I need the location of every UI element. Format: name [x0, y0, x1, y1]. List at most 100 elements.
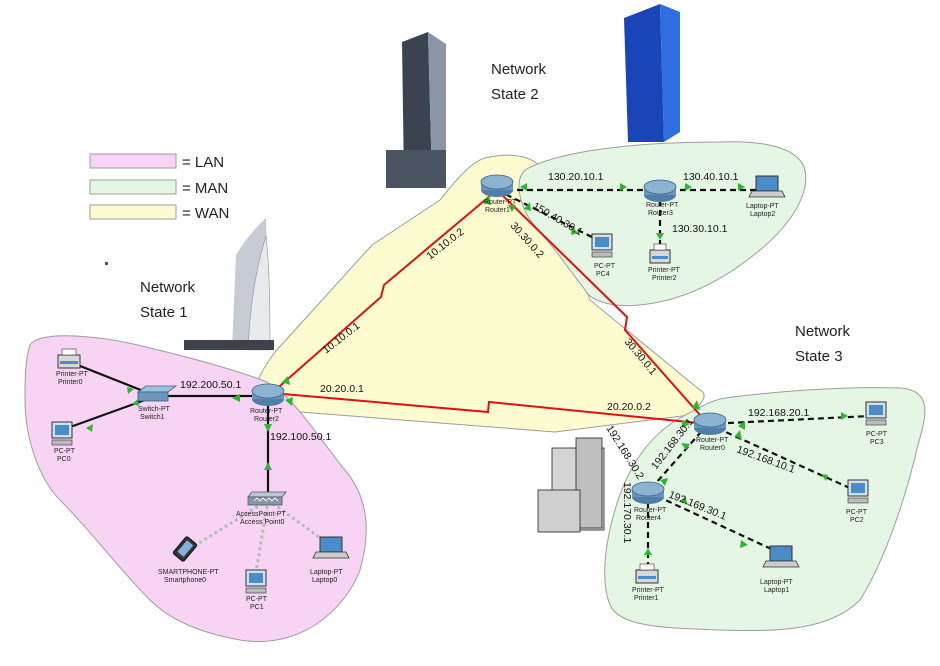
wireless-link-pc1 — [254, 499, 270, 573]
router-icon-router3[interactable] — [643, 179, 677, 202]
wan-link-router1-router2 — [271, 189, 498, 394]
device-name-router4: Router4 — [636, 515, 661, 522]
legend: = LAN = MAN = WAN — [89, 153, 229, 222]
legend-swatch-man — [89, 179, 177, 195]
device-type-pc4: PC-PT — [594, 263, 616, 270]
ip-label-130-40-10-1: 130.40.10.1 — [683, 171, 739, 183]
state-1-title-line2: State 1 — [140, 304, 188, 321]
link-status-markers — [86, 183, 848, 555]
printer-icon-printer0[interactable] — [57, 348, 81, 369]
ip-label-192-100-50-1: 192.100.50.1 — [270, 431, 331, 443]
device-name-printer0: Printer0 — [58, 379, 83, 386]
device-type-router1: Router-PT — [484, 199, 517, 206]
device-name-printer2: Printer2 — [652, 275, 677, 282]
router-icon-router2[interactable] — [251, 383, 285, 406]
legend-swatch-wan — [89, 204, 177, 220]
device-type-laptop2: Laptop-PT — [746, 203, 779, 210]
wan-link-router1-router0 — [496, 189, 709, 425]
laptop-icon-laptop0[interactable] — [312, 536, 350, 559]
ip-label-130-20-10-1: 130.20.10.1 — [548, 171, 604, 183]
device-name-pc4: PC4 — [596, 271, 610, 278]
printer-icon-printer2[interactable] — [649, 243, 671, 264]
device-type-router0: Router-PT — [696, 437, 729, 444]
device-type-laptop0: Laptop-PT — [310, 569, 343, 576]
state-2-title-line1: Network — [491, 61, 547, 78]
device-name-pc0: PC0 — [57, 456, 71, 463]
link-router1-pc4 — [496, 189, 599, 241]
smartphone-icon[interactable] — [172, 536, 198, 562]
device-type-accesspoint0: AccessPoint-PT — [236, 511, 287, 518]
pc-icon-pc1[interactable] — [245, 569, 267, 594]
device-name-pc2: PC2 — [850, 517, 864, 524]
ip-label-20-20-0-2: 20.20.0.2 — [607, 401, 651, 413]
device-type-printer2: Printer-PT — [648, 267, 681, 274]
device-type-pc2: PC-PT — [846, 509, 868, 516]
pc-icon-pc3[interactable] — [865, 401, 887, 426]
device-name-accesspoint0: Access Point0 — [240, 519, 284, 526]
device-name-pc3: PC3 — [870, 439, 884, 446]
device-name-smartphone0: Smartphone0 — [164, 577, 206, 584]
device-name-laptop1: Laptop1 — [764, 587, 789, 594]
ip-label-20-20-0-1: 20.20.0.1 — [320, 383, 364, 395]
link-router4-laptop1 — [647, 491, 781, 554]
device-type-printer1: Printer-PT — [632, 587, 665, 594]
pc-icon-pc4[interactable] — [591, 233, 613, 258]
wireless-link-smartphone0 — [187, 498, 269, 552]
device-name-switch1: Switch1 — [140, 414, 165, 421]
legend-label-man: = MAN — [182, 180, 228, 197]
printer-icon-printer1[interactable] — [635, 563, 659, 584]
ip-label-192-200-50-1: 192.200.50.1 — [180, 379, 241, 391]
switch-icon-switch1[interactable] — [136, 385, 178, 402]
device-name-printer1: Printer1 — [634, 595, 659, 602]
state-3-title-line2: State 3 — [795, 348, 843, 365]
device-type-laptop1: Laptop-PT — [760, 579, 793, 586]
man-region-state-2 — [518, 141, 807, 307]
wan-link-router2-router0 — [271, 392, 709, 425]
link-switch1-pc0 — [61, 394, 157, 432]
man-region-state-3 — [604, 387, 926, 632]
device-type-pc0: PC-PT — [54, 448, 76, 455]
building-icon-state-1 — [184, 218, 274, 351]
device-type-switch1: Switch-PT — [138, 406, 171, 413]
device-name-router3: Router3 — [648, 210, 673, 217]
ip-label-192-168-30-2: 192.168.30.2 — [603, 423, 646, 481]
legend-label-lan: = LAN — [182, 154, 224, 171]
device-type-pc1: PC-PT — [246, 596, 268, 603]
state-2-title-line2: State 2 — [491, 86, 539, 103]
link-router0-router4 — [647, 423, 709, 493]
state-1-title-line1: Network — [140, 279, 196, 296]
stray-mark — [105, 262, 108, 265]
building-icon-state-2-left — [386, 32, 446, 188]
device-name-laptop0: Laptop0 — [312, 577, 337, 584]
ip-label-192-170-30-1: 192.170.30.1 — [621, 482, 633, 543]
router-icon-router0[interactable] — [693, 412, 727, 435]
ip-label-192-168-20-1: 192.168.20.1 — [748, 407, 809, 419]
pc-icon-pc0[interactable] — [51, 421, 73, 446]
legend-swatch-lan — [89, 153, 177, 169]
wireless-link-laptop0 — [267, 498, 331, 547]
pc-icon-pc2[interactable] — [847, 479, 869, 504]
state-3-title-line1: Network — [795, 323, 851, 340]
laptop-icon-laptop2[interactable] — [748, 175, 786, 198]
device-name-router1: Router1 — [485, 207, 510, 214]
router-icon-router4[interactable] — [631, 481, 665, 504]
device-name-laptop2: Laptop2 — [750, 211, 775, 218]
device-type-printer0: Printer-PT — [56, 371, 89, 378]
building-icon-state-3 — [537, 437, 605, 533]
legend-label-wan: = WAN — [182, 205, 229, 222]
building-icon-state-2-right — [624, 4, 680, 142]
device-type-router4: Router-PT — [634, 507, 667, 514]
device-name-pc1: PC1 — [250, 604, 264, 611]
device-type-router2: Router-PT — [250, 408, 283, 415]
link-router0-pc2 — [707, 422, 853, 491]
device-type-pc3: PC-PT — [866, 431, 888, 438]
device-name-router2: Router2 — [254, 416, 279, 423]
device-name-router0: Router0 — [700, 445, 725, 452]
device-type-router3: Router-PT — [646, 202, 679, 209]
access-point-icon[interactable] — [247, 491, 287, 506]
device-type-smartphone0: SMARTPHONE-PT — [158, 569, 219, 576]
router-icon-router1[interactable] — [480, 174, 514, 197]
laptop-icon-laptop1[interactable] — [762, 545, 800, 568]
ip-label-130-30-10-1: 130.30.10.1 — [672, 223, 728, 235]
